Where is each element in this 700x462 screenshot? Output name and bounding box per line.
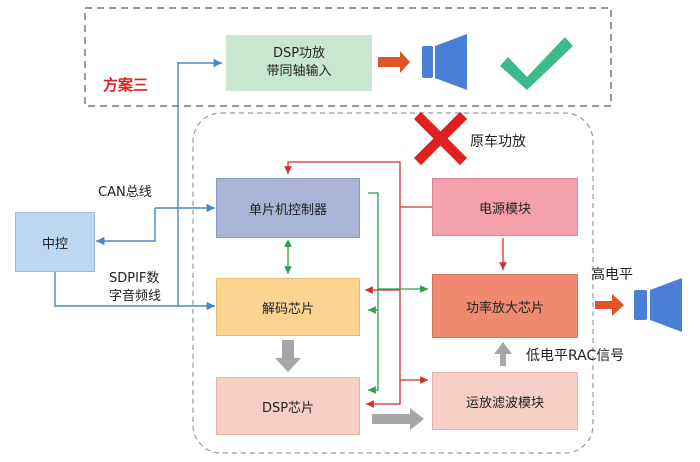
gray-arrow-opamp-amp — [494, 342, 512, 366]
scheme3-label: 方案三 — [103, 76, 149, 94]
power-amp-block: 功率放大芯片 — [432, 274, 578, 338]
low-level-rac-label: 低电平RAC信号 — [526, 348, 625, 364]
speaker-top-icon — [422, 34, 467, 90]
head-unit-box: 中控 — [15, 212, 95, 272]
decoder-block: 解码芯片 — [216, 278, 360, 336]
dsp-chip-block: DSP芯片 — [216, 377, 360, 435]
wire-power-to-mcu — [284, 161, 432, 208]
wire-can-to-headunit — [96, 208, 156, 246]
oem-amp-label: 原车功放 — [470, 134, 526, 150]
wire-mcu-bus — [368, 192, 379, 394]
opamp-filter-block: 运放滤波模块 — [432, 372, 578, 430]
dsp-amp-line1: DSP功放 — [272, 46, 326, 61]
mcu-block: 单片机控制器 — [216, 178, 360, 238]
wire-power-to-decoder — [365, 207, 401, 294]
red-arrow-dsp-amp-out — [378, 51, 410, 73]
cross-icon — [413, 111, 468, 166]
can-bus-label: CAN总线 — [98, 185, 152, 200]
sdpif-label-line2: 字音频线 — [109, 289, 162, 304]
check-icon — [500, 37, 573, 90]
power-module-block: 电源模块 — [432, 178, 578, 236]
oem-amp-frame — [192, 112, 594, 454]
high-level-label: 高电平 — [591, 267, 633, 283]
wire-power-to-dsp — [366, 290, 401, 408]
dsp-amp-line2: 带同轴输入 — [266, 64, 332, 79]
gray-arrow-decoder-dsp — [275, 340, 301, 372]
gray-arrow-dsp-opamp — [372, 408, 424, 430]
red-arrow-amp-out — [595, 294, 624, 316]
dsp-amp-box: DSP功放 带同轴输入 — [226, 35, 372, 91]
speaker-bottom-icon — [634, 278, 682, 332]
sdpif-label-line1: SDPIF数 — [109, 271, 160, 286]
